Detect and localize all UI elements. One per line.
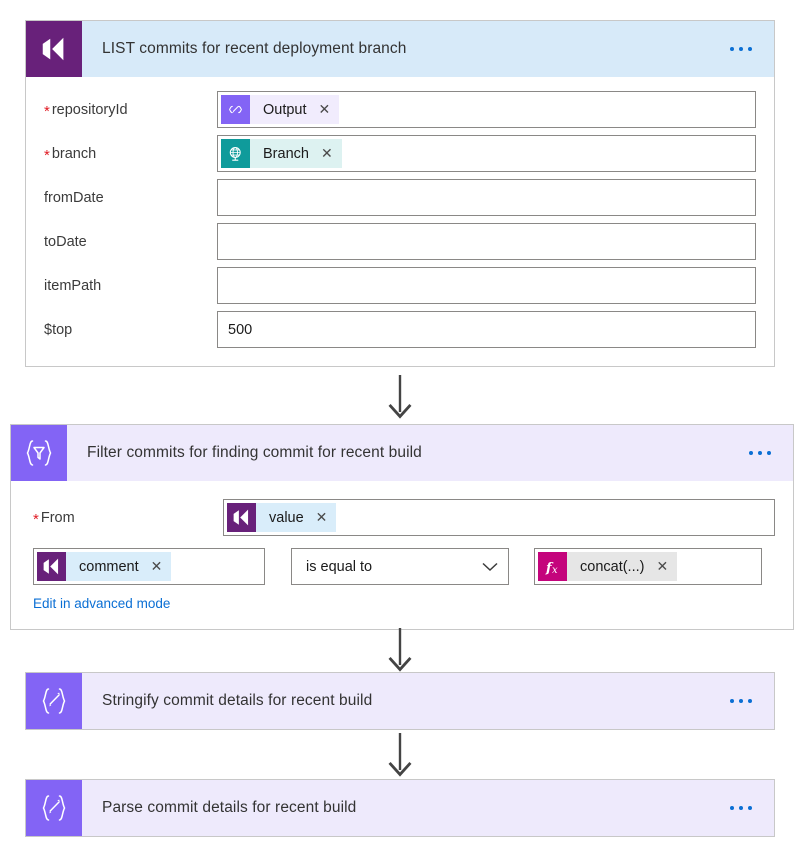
card-menu-button[interactable] [720,21,774,77]
card-title: LIST commits for recent deployment branc… [102,40,407,57]
operator-dropdown[interactable]: is equal to [291,548,509,585]
dot [748,699,752,703]
chevron-down-icon [482,562,498,572]
field-input-top[interactable] [217,311,756,348]
token-label: comment [66,552,146,581]
operator-value: is equal to [306,558,373,575]
card-body: * From value ✕ [11,481,793,629]
token-label: Branch [250,139,316,168]
card-title: Parse commit details for recent build [102,799,357,816]
token-label: concat(...) [567,552,652,581]
dot [739,47,743,51]
card-menu-button[interactable] [720,673,774,729]
azure-devops-icon [26,21,82,77]
dot [730,806,734,810]
field-input-fromDate[interactable] [217,179,756,216]
dot [748,806,752,810]
remove-token-icon[interactable]: ✕ [315,139,342,168]
dot [767,451,771,455]
dot [749,451,753,455]
compose-icon [26,780,82,836]
field-row-toDate: toDate [44,223,756,260]
field-label-fromDate: fromDate [44,189,104,206]
token-label: value [256,503,311,532]
card-title: Filter commits for finding commit for re… [87,444,422,461]
dot [748,47,752,51]
svg-text:f: f [545,561,554,576]
field-input-branch[interactable]: Branch ✕ [217,135,756,172]
action-card-stringify-commit[interactable]: Stringify commit details for recent buil… [25,672,775,730]
remove-token-icon[interactable]: ✕ [310,503,337,532]
card-header[interactable]: LIST commits for recent deployment branc… [26,21,774,77]
field-label-top: $top [44,321,73,338]
svg-text:x: x [552,565,558,576]
field-input-itemPath[interactable] [217,267,756,304]
expression-icon: f x [538,552,567,581]
field-row-branch: * branch [44,135,756,172]
condition-left-input[interactable]: comment ✕ [33,548,265,585]
compose-icon [221,95,250,124]
card-title: Stringify commit details for recent buil… [102,692,373,709]
required-asterisk: * [44,147,50,164]
field-row-from: * From value ✕ [33,499,775,536]
condition-left-operand[interactable]: comment ✕ [33,548,265,585]
field-label-repositoryId: * repositoryId [44,101,128,120]
remove-token-icon[interactable]: ✕ [145,552,172,581]
action-card-list-commits[interactable]: LIST commits for recent deployment branc… [25,20,775,367]
field-row-itemPath: itemPath [44,267,756,304]
card-header[interactable]: Filter commits for finding commit for re… [11,425,793,481]
field-input-repositoryId[interactable]: Output ✕ [217,91,756,128]
condition-right-operand[interactable]: f x concat(...) ✕ [534,548,762,585]
field-input-toDate[interactable] [217,223,756,260]
token-label: Output [250,95,314,124]
field-label-branch: * branch [44,145,97,164]
field-row-top: $top [44,311,756,348]
dot [739,806,743,810]
action-card-filter-commits[interactable]: Filter commits for finding commit for re… [10,424,794,630]
token-chip-value[interactable]: value ✕ [227,503,337,532]
condition-operator-select[interactable]: is equal to [291,548,509,585]
connector-arrow [387,733,413,778]
azure-devops-icon [37,552,66,581]
field-row-repositoryId: * repositoryId Output [44,91,756,128]
card-menu-button[interactable] [720,780,774,836]
dot [730,47,734,51]
condition-right-input[interactable]: f x concat(...) ✕ [534,548,762,585]
dot [758,451,762,455]
filter-array-icon [11,425,67,481]
token-chip-comment[interactable]: comment ✕ [37,552,172,581]
field-label-itemPath: itemPath [44,277,102,294]
remove-token-icon[interactable]: ✕ [651,552,678,581]
remove-token-icon[interactable]: ✕ [313,95,340,124]
card-body: * repositoryId Output [26,77,774,366]
field-row-fromDate: fromDate [44,179,756,216]
connector-arrow [387,375,413,420]
card-header[interactable]: Parse commit details for recent build [26,780,774,836]
field-label-toDate: toDate [44,233,87,250]
field-label-from: * From [33,509,75,528]
required-asterisk: * [44,103,50,120]
token-chip-expression[interactable]: f x concat(...) ✕ [538,552,678,581]
token-chip-output[interactable]: Output ✕ [221,95,340,124]
connector-arrow [387,628,413,673]
compose-icon [26,673,82,729]
field-input-from[interactable]: value ✕ [223,499,775,536]
card-header[interactable]: Stringify commit details for recent buil… [26,673,774,729]
dot [739,699,743,703]
token-chip-branch[interactable]: Branch ✕ [221,139,342,168]
dot [730,699,734,703]
azure-devops-icon [227,503,256,532]
action-card-parse-commit[interactable]: Parse commit details for recent build [25,779,775,837]
required-asterisk: * [33,511,39,528]
condition-row: comment ✕ is equal to [33,548,775,585]
card-menu-button[interactable] [739,425,793,481]
globe-icon [221,139,250,168]
edit-advanced-mode-link[interactable]: Edit in advanced mode [33,596,171,611]
